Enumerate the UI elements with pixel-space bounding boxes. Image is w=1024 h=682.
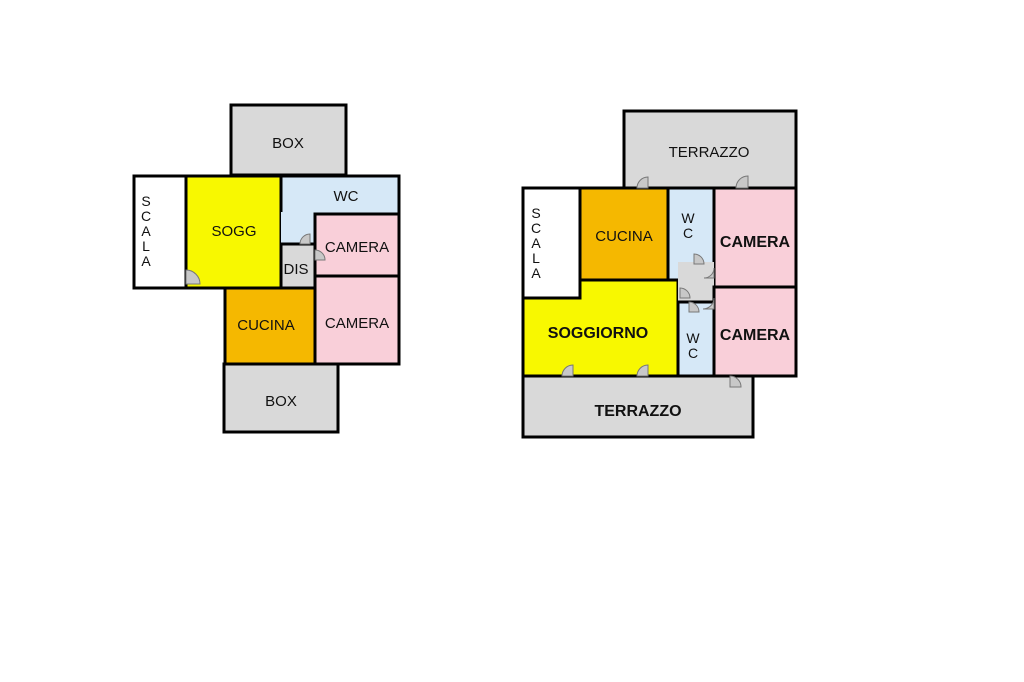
room-box-bottom xyxy=(222,362,340,434)
door-icon xyxy=(185,269,201,285)
door-icon xyxy=(735,175,749,189)
door-icon xyxy=(561,364,574,377)
door-icon xyxy=(679,287,691,299)
door-icon xyxy=(636,364,649,377)
label-dis: DIS xyxy=(283,261,308,278)
door-icon xyxy=(314,249,326,261)
label-terrazzo-bottom: TERRAZZO xyxy=(594,403,681,420)
door-icon xyxy=(703,267,715,279)
label-box-top: BOX xyxy=(272,135,304,152)
room-camera-left-2 xyxy=(313,274,401,366)
room-camera-right-bottom xyxy=(712,285,798,378)
room-camera-right-top xyxy=(712,186,798,289)
door-icon xyxy=(636,176,649,189)
floor-plan-left: BOX SOGG WC CAMERA DIS CUCINA CAMERA BOX… xyxy=(132,103,401,434)
door-icon xyxy=(729,375,742,388)
label-terrazzo-top: TERRAZZO xyxy=(669,144,750,161)
room-terrazzo-top xyxy=(622,109,798,190)
door-icon xyxy=(688,301,700,313)
room-scala-left xyxy=(132,174,188,290)
door-icon xyxy=(693,253,705,265)
door-icon xyxy=(299,233,311,245)
label-cucina-right: CUCINA xyxy=(595,228,653,245)
label-sogg: SOGG xyxy=(211,223,256,240)
room-wc-left xyxy=(279,174,401,216)
label-camera-left-1: CAMERA xyxy=(325,239,389,256)
label-camera-right-bottom: CAMERA xyxy=(720,327,791,344)
room-box-top xyxy=(229,103,348,177)
room-wc-right-bottom xyxy=(676,300,716,378)
door-icon xyxy=(702,297,715,310)
floor-plan-right: TERRAZZO CUCINA CAMERA SOGGIORNO CAMERA … xyxy=(521,109,798,439)
label-wc-left: WC xyxy=(334,188,359,205)
label-camera-right-top: CAMERA xyxy=(720,234,791,251)
label-soggiorno: SOGGIORNO xyxy=(548,325,648,342)
label-camera-left-2: CAMERA xyxy=(325,315,389,332)
label-box-bottom: BOX xyxy=(265,393,297,410)
label-cucina-left: CUCINA xyxy=(237,317,295,334)
